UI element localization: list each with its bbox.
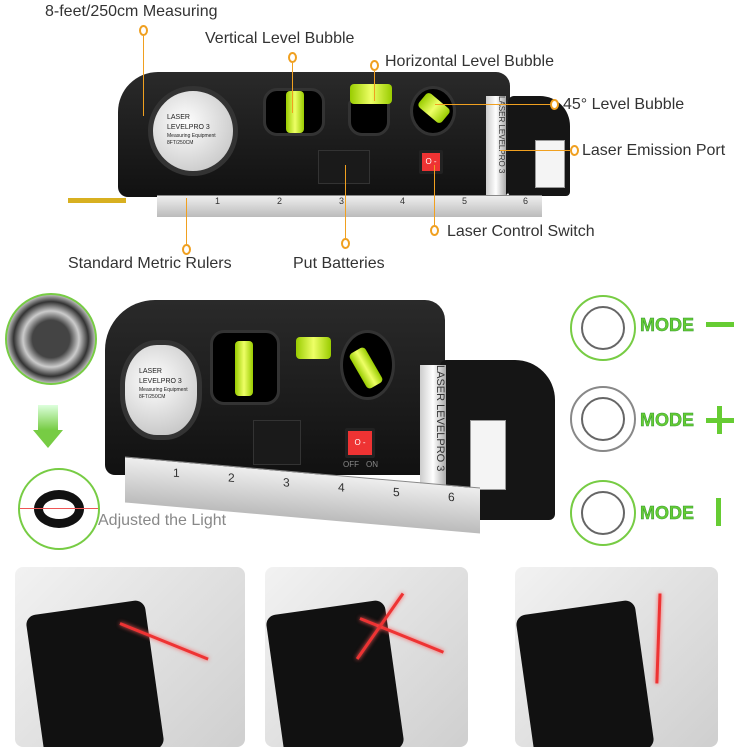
label-45-bubble: 45° Level Bubble [563, 96, 685, 113]
laser-switch-main: O - [345, 428, 375, 458]
ruler-tick: 1 [173, 465, 180, 481]
callout-dot [570, 145, 579, 156]
readout-panel [470, 420, 506, 490]
callout-dot [288, 52, 297, 63]
disc-sub2: 8FT/250CM [139, 393, 166, 400]
device-head [25, 599, 165, 747]
callout-line [186, 198, 187, 246]
laser-emission-port [535, 140, 565, 188]
disc-sub2: 8FT/250CM [167, 139, 194, 146]
device-head [515, 599, 655, 747]
vertical-bubble-window-main [210, 330, 280, 405]
adjust-light-ring [18, 468, 100, 550]
laser-cross-demo [265, 567, 468, 747]
horizontal-bubble [296, 337, 331, 359]
callout-dot [182, 244, 191, 255]
callout-dot [341, 238, 350, 249]
angle-bubble-window [410, 86, 456, 136]
callout-dot [430, 225, 439, 236]
switch-on-label: ON [366, 460, 378, 469]
callout-line [292, 63, 293, 113]
mode-minus-label: MODE [640, 315, 695, 336]
ruler-tick: 6 [448, 489, 455, 505]
ruler-tick: 5 [393, 484, 400, 500]
callout-line [374, 71, 375, 101]
ruler-tick: 4 [400, 196, 406, 206]
rotate-ring-icon [34, 490, 84, 528]
vertical-bubble [286, 91, 304, 133]
ruler-tick: 3 [283, 475, 290, 490]
ruler-tick: 2 [277, 196, 283, 206]
adjusted-light-label: Adjusted the Light [98, 512, 227, 529]
mode-minus-button-icon [570, 295, 636, 361]
minus-icon [706, 322, 734, 327]
laser-line-icon [20, 508, 98, 509]
ruler-tick: 5 [462, 196, 468, 206]
metric-ruler-top: 1 2 3 4 5 6 [157, 195, 542, 217]
brand-disc-main: LASER LEVELPRO 3 Measuring Equipment 8FT… [120, 340, 202, 440]
vertical-bubble-window [263, 88, 325, 136]
callout-line [500, 150, 570, 151]
tape-hook [68, 198, 126, 203]
label-metric-rulers: Standard Metric Rulers [68, 255, 232, 272]
switch-off-label: OFF [343, 460, 359, 469]
horizontal-bubble-window [348, 100, 390, 136]
brand-line2: LEVELPRO 3 [139, 377, 182, 385]
mode-vertical-button-icon [570, 480, 636, 546]
horizontal-bubble [350, 84, 392, 104]
brand-band: LASER LEVELPRO 3 [486, 96, 506, 196]
laser-horizontal-demo [15, 567, 245, 747]
label-batteries: Put Batteries [293, 255, 385, 272]
laser-vertical-demo [515, 567, 718, 747]
disc-sub1: Measuring Equipment [167, 132, 216, 139]
brand-band-main: LASER LEVELPRO 3 [420, 365, 446, 505]
vertical-bar-icon [716, 498, 721, 526]
ruler-tick: 6 [523, 196, 529, 206]
brand-line1: LASER [139, 368, 162, 375]
label-horizontal-bubble: Horizontal Level Bubble [385, 53, 554, 70]
vertical-laser-line [655, 593, 662, 684]
angle-bubble-window-main [340, 330, 395, 400]
callout-dot [139, 25, 148, 36]
ruler-tick: 2 [228, 470, 235, 486]
disc-sub1: Measuring Equipment [139, 386, 188, 393]
mode-plus-button-icon [570, 386, 636, 452]
callout-line [143, 36, 144, 116]
brand-disc: LASER LEVELPRO 3 Measuring Equipment 8FT… [148, 86, 238, 176]
label-measuring: 8-feet/250cm Measuring [45, 3, 218, 20]
ruler-tick: 3 [339, 196, 345, 206]
mode-vertical-label: MODE [640, 503, 695, 524]
ruler-tick: 4 [338, 480, 345, 495]
mode-plus-label: MODE [640, 410, 695, 431]
laser-switch-top: O - [419, 150, 443, 174]
battery-cover-main [253, 420, 301, 465]
label-vertical-bubble: Vertical Level Bubble [205, 30, 355, 47]
callout-line [435, 104, 550, 105]
plus-icon-v [717, 406, 722, 434]
angle-bubble [416, 91, 452, 125]
callout-dot [550, 99, 559, 110]
callout-dot [370, 60, 379, 71]
ruler-tick: 1 [215, 196, 221, 206]
arrow-down-icon-head [33, 430, 63, 448]
angle-bubble [348, 346, 384, 390]
label-control-switch: Laser Control Switch [447, 223, 595, 240]
callout-line [434, 165, 435, 225]
vertical-bubble [235, 341, 253, 396]
brand-line1: LASER [167, 114, 190, 121]
callout-line [345, 165, 346, 240]
knob-closeup [5, 293, 97, 385]
label-emission-port: Laser Emission Port [582, 142, 726, 159]
battery-cover [318, 150, 370, 184]
brand-line2: LEVELPRO 3 [167, 123, 210, 131]
arrow-down-icon [38, 405, 58, 430]
